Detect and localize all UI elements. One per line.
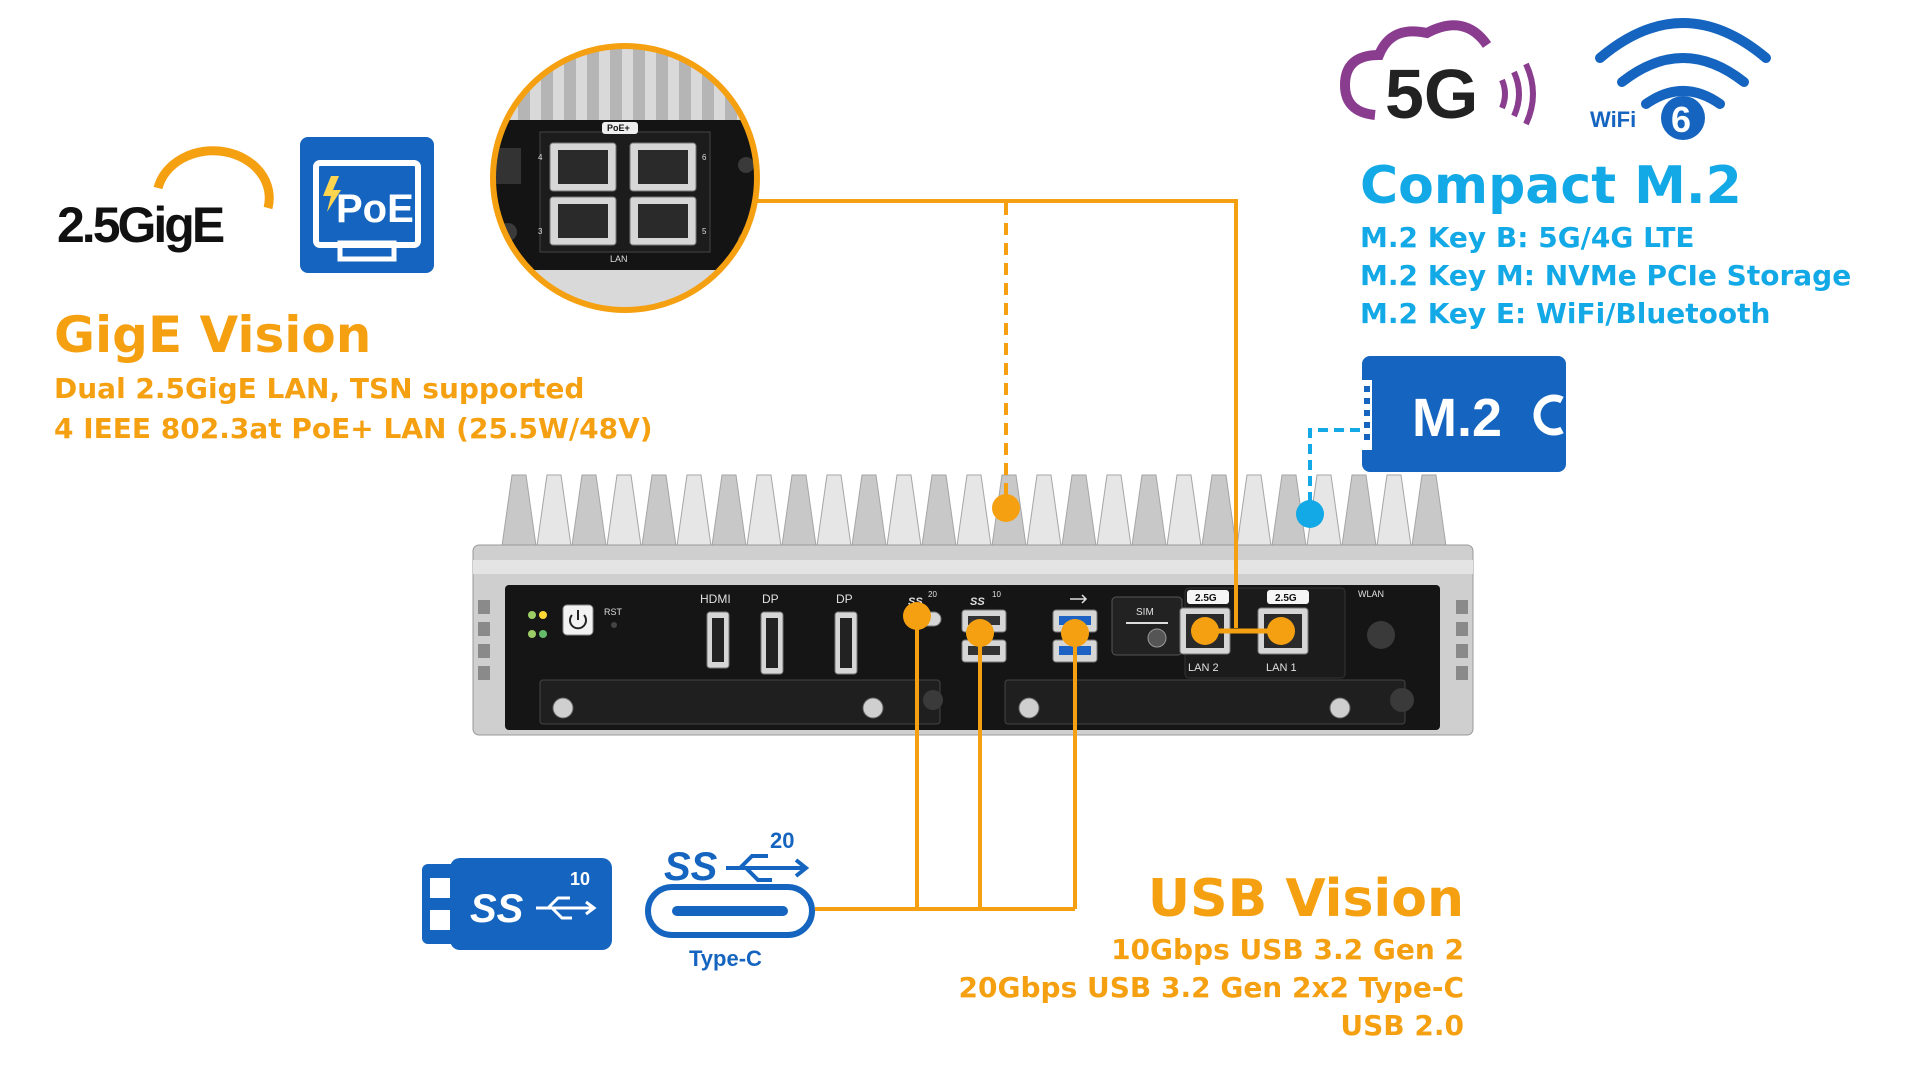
usb-line-1: 10Gbps USB 3.2 Gen 2 — [1111, 933, 1464, 966]
dp2-label: DP — [836, 592, 853, 606]
typec-label: Type-C — [689, 946, 762, 971]
m2-line-1: M.2 Key B: 5G/4G LTE — [1360, 221, 1695, 254]
heatsink-fin — [541, 46, 553, 122]
heatsink-fin — [610, 46, 622, 122]
lightning-icon — [323, 176, 341, 212]
heatsink-fin — [679, 46, 691, 122]
sim-slot[interactable] — [1111, 596, 1183, 656]
signal-icon — [1499, 62, 1536, 126]
panel-screws — [552, 621, 1414, 719]
poe-logo-text: PoE — [336, 187, 414, 231]
gige-line-1: Dual 2.5GigE LAN, TSN supported — [54, 372, 585, 405]
status-led-icon — [539, 611, 547, 619]
connector-dots — [903, 494, 1295, 647]
usb-ss10-number: 10 — [570, 869, 590, 889]
status-led-icon — [528, 630, 536, 638]
usb-trident-icon — [726, 854, 810, 882]
usb20-label: 20 — [928, 590, 937, 599]
heatsink-fin — [587, 46, 599, 122]
lan1-label: LAN 1 — [1266, 662, 1297, 674]
m2-line-2: M.2 Key M: NVMe PCIe Storage — [1360, 259, 1852, 292]
usb2-logo-small — [1070, 594, 1088, 604]
heatsink-fin — [656, 46, 668, 122]
m2-logo-text: M.2 — [1412, 388, 1502, 448]
usb-line-3: USB 2.0 — [1340, 1009, 1464, 1042]
lan1-speed-label: 2.5G — [1275, 593, 1297, 604]
reset-button[interactable] — [611, 622, 617, 628]
heatsink-fin — [748, 46, 757, 122]
gige-title: GigE Vision — [54, 306, 372, 364]
heatsink-fin — [495, 46, 507, 122]
power-icon — [569, 610, 587, 630]
usb-title: USB Vision — [1147, 869, 1464, 929]
typec-connector-icon — [645, 884, 815, 938]
gige-25-logo-text: 2.5GigE — [57, 197, 224, 253]
m2-title: Compact M.2 — [1360, 156, 1742, 216]
m2-line-3: M.2 Key E: WiFi/Bluetooth — [1360, 297, 1771, 330]
usb-typec-logo: SS 20 Type-C — [645, 828, 815, 971]
usb-trident-icon — [536, 896, 597, 920]
usb-ss-text: SS — [470, 887, 524, 931]
dp1-label: DP — [762, 592, 779, 606]
gige-25-logo: 2.5GigE — [57, 146, 274, 253]
heatsink-fin — [518, 46, 530, 122]
sim-label: SIM — [1136, 607, 1154, 618]
usb10-label: 10 — [992, 590, 1001, 599]
wifi-icon — [1595, 18, 1771, 109]
usb-ss10-logo: SS 10 — [422, 858, 612, 950]
heatsink-fin — [564, 46, 576, 122]
fiveg-logo-text: 5G — [1385, 55, 1478, 133]
wifi-label: WiFi — [1590, 107, 1636, 132]
status-led-icon — [528, 611, 536, 619]
poe-logo: PoE — [300, 137, 434, 273]
zoom-lan-label: LAN — [610, 254, 628, 264]
usb-ss20-number: 20 — [770, 828, 794, 853]
wlan-label: WLAN — [1358, 589, 1384, 599]
gige-line-2: 4 IEEE 802.3at PoE+ LAN (25.5W/48V) — [54, 412, 653, 445]
zoom-poe-label: PoE+ — [607, 123, 630, 133]
rst-label: RST — [604, 607, 623, 617]
m2-connector-line — [1308, 428, 1360, 505]
zoom-port-number: 6 — [702, 153, 707, 162]
lan2-label: LAN 2 — [1188, 662, 1219, 674]
wifi-number: 6 — [1671, 99, 1691, 140]
m2-connector-dot — [1296, 500, 1324, 528]
usb-connector-lines — [815, 616, 1077, 911]
svg-text:SS: SS — [970, 596, 985, 608]
usb-ss10-logo-small: SS 10 — [970, 590, 1001, 608]
wifi6-logo: 6 WiFi — [1590, 18, 1771, 140]
power-button[interactable] — [562, 604, 594, 636]
zoom-port-number: 5 — [702, 227, 707, 236]
status-led-icon — [539, 630, 547, 638]
poe-lan-zoom: PoE+ 4 6 3 5 LAN — [490, 43, 760, 313]
fiveg-logo: 5G — [1339, 20, 1536, 133]
usb-ss-text: SS — [664, 845, 718, 889]
heatsink-fin — [633, 46, 645, 122]
zoom-port-number: 3 — [538, 227, 543, 236]
zoom-port-number: 4 — [538, 153, 543, 162]
hdmi-label: HDMI — [700, 592, 731, 606]
m2-card-logo: M.2 — [1362, 356, 1566, 472]
usb-line-2: 20Gbps USB 3.2 Gen 2x2 Type-C — [958, 971, 1464, 1004]
lan2-speed-label: 2.5G — [1195, 593, 1217, 604]
